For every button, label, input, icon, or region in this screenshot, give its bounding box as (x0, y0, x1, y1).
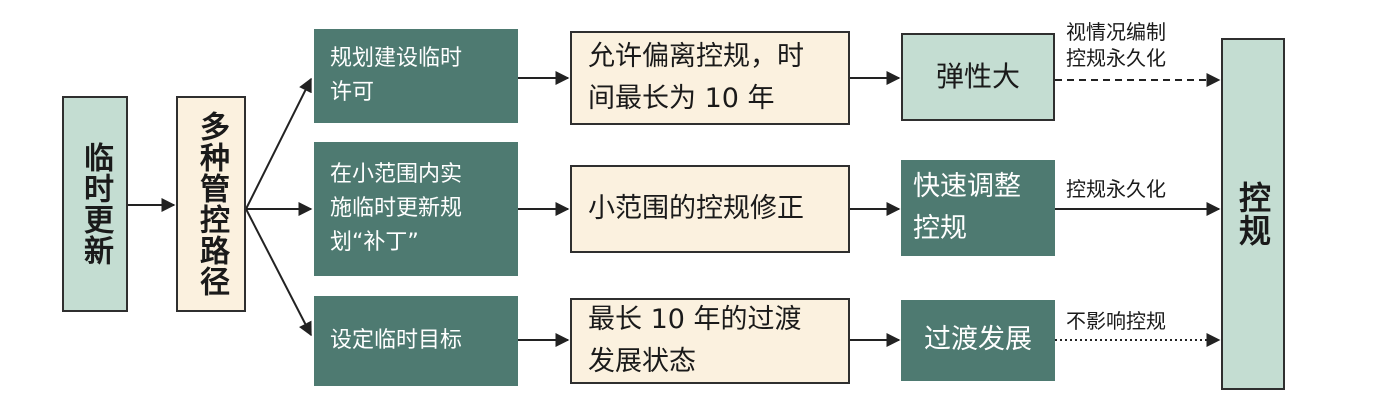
node-path-temp-goal: 设定临时目标 (314, 296, 518, 386)
node-multi-path: 多种管控路径 (176, 96, 246, 312)
arrow-paths-to-path3 (245, 208, 312, 337)
node-mid-transition: 最长 10 年的过渡 发展状态 (570, 298, 850, 384)
node-temp-update: 临时更新 (62, 96, 128, 312)
node-res-transition: 过渡发展 (901, 300, 1055, 381)
node-res-quick-adjust: 快速调整 控规 (901, 160, 1055, 256)
node-path-patch: 在小范围内实 施临时更新规 划“补丁” (314, 142, 518, 276)
edge-label-conditional-permanent: 视情况编制 控规永久化 (1066, 20, 1166, 70)
edge-label-permanent: 控规永久化 (1066, 177, 1166, 201)
node-mid-correction: 小范围的控规修正 (570, 165, 850, 253)
node-path-temp-permit: 规划建设临时 许可 (314, 29, 518, 123)
node-target-regulatory-plan: 控规 (1221, 38, 1285, 390)
node-res-elastic: 弹性大 (901, 33, 1055, 121)
edge-label-no-impact: 不影响控规 (1066, 309, 1166, 333)
arrow-paths-to-path1 (245, 77, 312, 210)
node-mid-deviation: 允许偏离控规，时 间最长为 10 年 (570, 31, 850, 125)
